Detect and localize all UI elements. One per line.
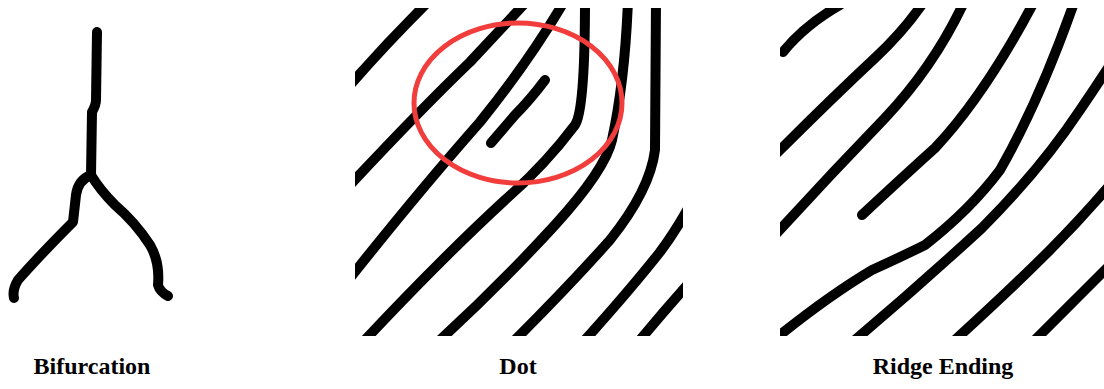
caption-label: Bifurcation xyxy=(34,352,151,381)
caption-label: Dot xyxy=(499,352,536,381)
ridge-ending-ridges xyxy=(780,8,1104,336)
caption-label: Ridge Ending xyxy=(873,352,1014,381)
bifurcation-ridge xyxy=(14,32,169,298)
highlight-circle xyxy=(414,23,622,183)
dot-ridges xyxy=(355,8,683,336)
